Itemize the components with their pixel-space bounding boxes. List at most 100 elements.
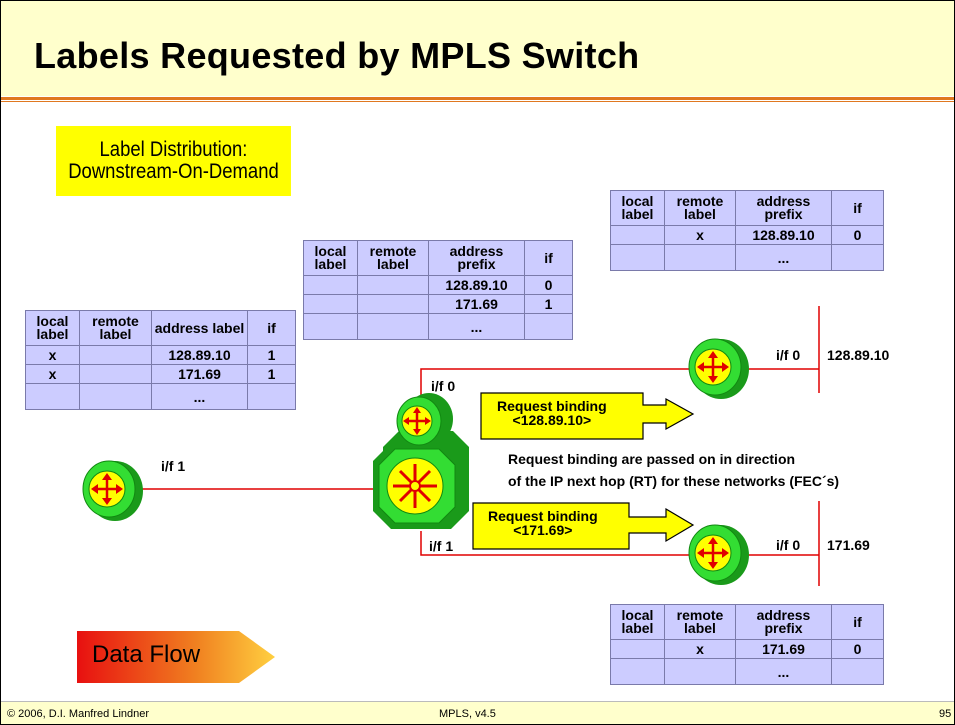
table-cell: 171.69 bbox=[735, 639, 832, 659]
table-header: address prefix bbox=[428, 240, 525, 276]
footer-page-number: 95 bbox=[939, 708, 952, 720]
request-binding-top-line2: <128.89.10> bbox=[512, 412, 592, 428]
table-cell bbox=[79, 345, 152, 365]
request-binding-top-text: Request binding <128.89.10> bbox=[497, 399, 607, 427]
switch-if0-label: i/f 0 bbox=[431, 378, 456, 394]
table-header: if bbox=[524, 240, 573, 276]
table-cell bbox=[25, 383, 80, 410]
table-cell bbox=[357, 313, 429, 340]
label-distribution-box: Label Distribution: Downstream-On-Demand bbox=[56, 126, 291, 196]
table-row: x 171.69 0 bbox=[610, 639, 884, 659]
table-cell bbox=[610, 244, 665, 271]
request-binding-bottom-line2: <171.69> bbox=[513, 522, 573, 538]
table-header: if bbox=[831, 604, 884, 640]
table-cell bbox=[303, 294, 358, 314]
table-cell bbox=[79, 383, 152, 410]
table-header: local label bbox=[610, 190, 665, 226]
table-header: if bbox=[831, 190, 884, 226]
table-cell bbox=[610, 658, 665, 685]
table-cell: 0 bbox=[831, 639, 884, 659]
table-header: address prefix bbox=[735, 604, 832, 640]
table-row: x 128.89.10 1 bbox=[25, 345, 296, 365]
table-cell: 128.89.10 bbox=[428, 275, 525, 295]
table-left: local label remote label address label i… bbox=[25, 310, 296, 410]
table-center: local label remote label address prefix … bbox=[303, 240, 573, 340]
table-cell: x bbox=[664, 639, 736, 659]
table-cell: 171.69 bbox=[428, 294, 525, 314]
table-top-right: local label remote label address prefix … bbox=[610, 190, 884, 271]
forwarding-note-line1: Request binding are passed on in directi… bbox=[508, 451, 796, 467]
table-row: 128.89.10 0 bbox=[303, 275, 573, 295]
table-cell bbox=[357, 294, 429, 314]
table-cell bbox=[357, 275, 429, 295]
table-cell: ... bbox=[428, 313, 525, 340]
forwarding-note-line2: of the IP next hop (RT) for these networ… bbox=[508, 473, 840, 489]
title-bar: Labels Requested by MPLS Switch bbox=[1, 1, 954, 96]
table-cell bbox=[247, 383, 296, 410]
table-cell: x bbox=[664, 225, 736, 245]
bottom-router-if0-label: i/f 0 bbox=[776, 537, 801, 553]
table-row: 171.69 1 bbox=[303, 294, 573, 314]
router-top-right-icon bbox=[688, 338, 749, 399]
table-cell bbox=[831, 658, 884, 685]
link-switch-to-bottom-router bbox=[420, 531, 701, 556]
table-cell: ... bbox=[151, 383, 248, 410]
title-divider-thin bbox=[1, 101, 954, 102]
table-cell bbox=[79, 364, 152, 384]
table-cell: 1 bbox=[524, 294, 573, 314]
table-header: remote label bbox=[357, 240, 429, 276]
table-header: remote label bbox=[664, 190, 736, 226]
table-cell: 1 bbox=[247, 345, 296, 365]
label-distribution-line2: Downstream-On-Demand bbox=[68, 160, 279, 183]
data-flow-arrow bbox=[77, 631, 275, 683]
router-bottom-right-icon bbox=[688, 524, 749, 585]
table-header: local label bbox=[25, 310, 80, 346]
table-cell bbox=[524, 313, 573, 340]
table-row: ... bbox=[303, 313, 573, 340]
footer-copyright: © 2006, D.I. Manfred Lindner bbox=[7, 708, 150, 720]
table-row: ... bbox=[610, 658, 884, 685]
request-binding-bottom-callout bbox=[472, 502, 695, 550]
forwarding-note: Request binding are passed on in directi… bbox=[508, 448, 839, 492]
mpls-switch-icon bbox=[373, 393, 469, 529]
table-row: ... bbox=[25, 383, 296, 410]
router-left-icon bbox=[82, 460, 143, 521]
table-cell: 171.69 bbox=[151, 364, 248, 384]
data-flow-label: Data Flow bbox=[92, 641, 201, 668]
table-row: x 128.89.10 0 bbox=[610, 225, 884, 245]
table-cell: 0 bbox=[831, 225, 884, 245]
table-row: x 171.69 1 bbox=[25, 364, 296, 384]
network-bottom-label: 171.69 bbox=[827, 537, 870, 553]
table-cell bbox=[664, 244, 736, 271]
table-header: local label bbox=[610, 604, 665, 640]
table-header: local label bbox=[303, 240, 358, 276]
left-router-if1-label: i/f 1 bbox=[161, 458, 186, 474]
page-title: Labels Requested by MPLS Switch bbox=[34, 35, 640, 76]
table-header: remote label bbox=[664, 604, 736, 640]
table-cell: x bbox=[25, 364, 80, 384]
table-cell bbox=[610, 225, 665, 245]
request-binding-top-callout bbox=[480, 392, 695, 440]
table-cell: ... bbox=[735, 658, 832, 685]
table-header: if bbox=[247, 310, 296, 346]
table-cell: 0 bbox=[524, 275, 573, 295]
table-cell: ... bbox=[735, 244, 832, 271]
table-bottom-right: local label remote label address prefix … bbox=[610, 604, 884, 685]
table-cell: x bbox=[25, 345, 80, 365]
table-cell: 128.89.10 bbox=[735, 225, 832, 245]
table-header: address prefix bbox=[735, 190, 832, 226]
switch-if1-label: i/f 1 bbox=[429, 538, 454, 554]
label-distribution-line1: Label Distribution: bbox=[99, 138, 248, 161]
table-header: address label bbox=[151, 310, 248, 346]
network-top-label: 128.89.10 bbox=[827, 347, 890, 363]
table-header: remote label bbox=[79, 310, 152, 346]
request-binding-bottom-text: Request binding <171.69> bbox=[488, 509, 598, 537]
table-cell bbox=[303, 313, 358, 340]
footer-course: MPLS, v4.5 bbox=[439, 708, 496, 720]
request-binding-bottom-line1: Request binding bbox=[488, 508, 598, 524]
table-cell bbox=[831, 244, 884, 271]
table-cell bbox=[664, 658, 736, 685]
title-divider bbox=[1, 97, 954, 100]
